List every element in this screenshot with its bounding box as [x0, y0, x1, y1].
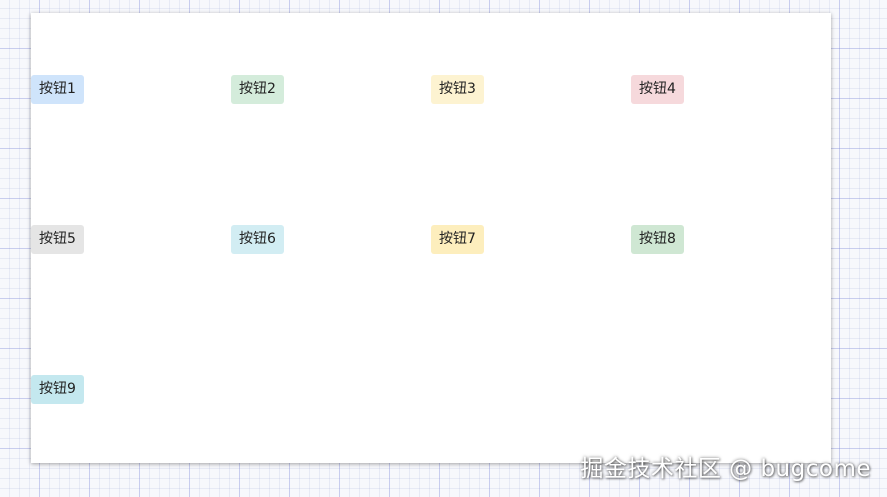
button-3[interactable]: 按钮3: [431, 75, 484, 104]
button-2[interactable]: 按钮2: [231, 75, 284, 104]
button-9[interactable]: 按钮9: [31, 375, 84, 404]
watermark-text: 掘金技术社区 @ bugcome: [580, 456, 871, 482]
button-7[interactable]: 按钮7: [431, 225, 484, 254]
demo-panel: 按钮1 按钮2 按钮3 按钮4 按钮5 按钮6 按钮7 按钮8 按钮9: [31, 13, 831, 463]
button-8[interactable]: 按钮8: [631, 225, 684, 254]
button-4[interactable]: 按钮4: [631, 75, 684, 104]
button-5[interactable]: 按钮5: [31, 225, 84, 254]
button-1[interactable]: 按钮1: [31, 75, 84, 104]
button-6[interactable]: 按钮6: [231, 225, 284, 254]
